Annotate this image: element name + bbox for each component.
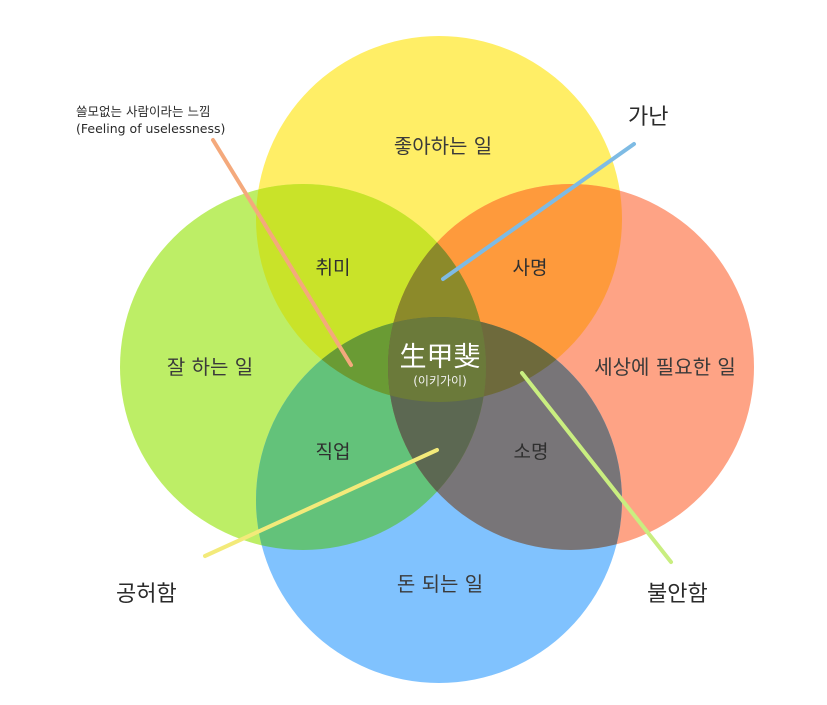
label-what-you-can-be-paid-for: 돈 되는 일 <box>397 572 483 596</box>
center-title: 生甲斐 <box>400 342 481 373</box>
label-what-the-world-needs: 세상에 필요한 일 <box>594 355 736 379</box>
label-what-you-are-good-at: 잘 하는 일 <box>167 355 253 379</box>
label-profession: 직업 <box>316 441 351 463</box>
callout-line-poverty <box>441 142 636 281</box>
label-passion: 취미 <box>316 257 351 279</box>
center-subtitle: (이키가이) <box>413 374 467 388</box>
label-mission: 사명 <box>513 257 548 279</box>
callout-uselessness-line1: 쓸모없는 사람이라는 느낌 <box>76 104 210 119</box>
callout-poverty: 가난 <box>628 105 668 130</box>
callout-labels: 쓸모없는 사람이라는 느낌 (Feeling of uselessness) 가… <box>76 104 708 607</box>
label-what-you-love: 좋아하는 일 <box>394 134 492 158</box>
callout-line-emptiness <box>203 448 439 558</box>
callout-emptiness: 공허함 <box>116 582 177 607</box>
callout-anxiety: 불안함 <box>647 582 708 607</box>
callout-uselessness-line2: (Feeling of uselessness) <box>76 121 225 136</box>
ikigai-center: 生甲斐 (이키가이) <box>400 342 481 388</box>
label-vocation: 소명 <box>514 441 549 463</box>
callout-lines <box>203 138 673 564</box>
callout-line-anxiety <box>520 371 673 564</box>
callout-line-uselessness <box>211 138 353 367</box>
overlap-labels: 취미 사명 직업 소명 <box>316 257 549 463</box>
circle-labels: 좋아하는 일 잘 하는 일 세상에 필요한 일 돈 되는 일 <box>167 134 736 596</box>
